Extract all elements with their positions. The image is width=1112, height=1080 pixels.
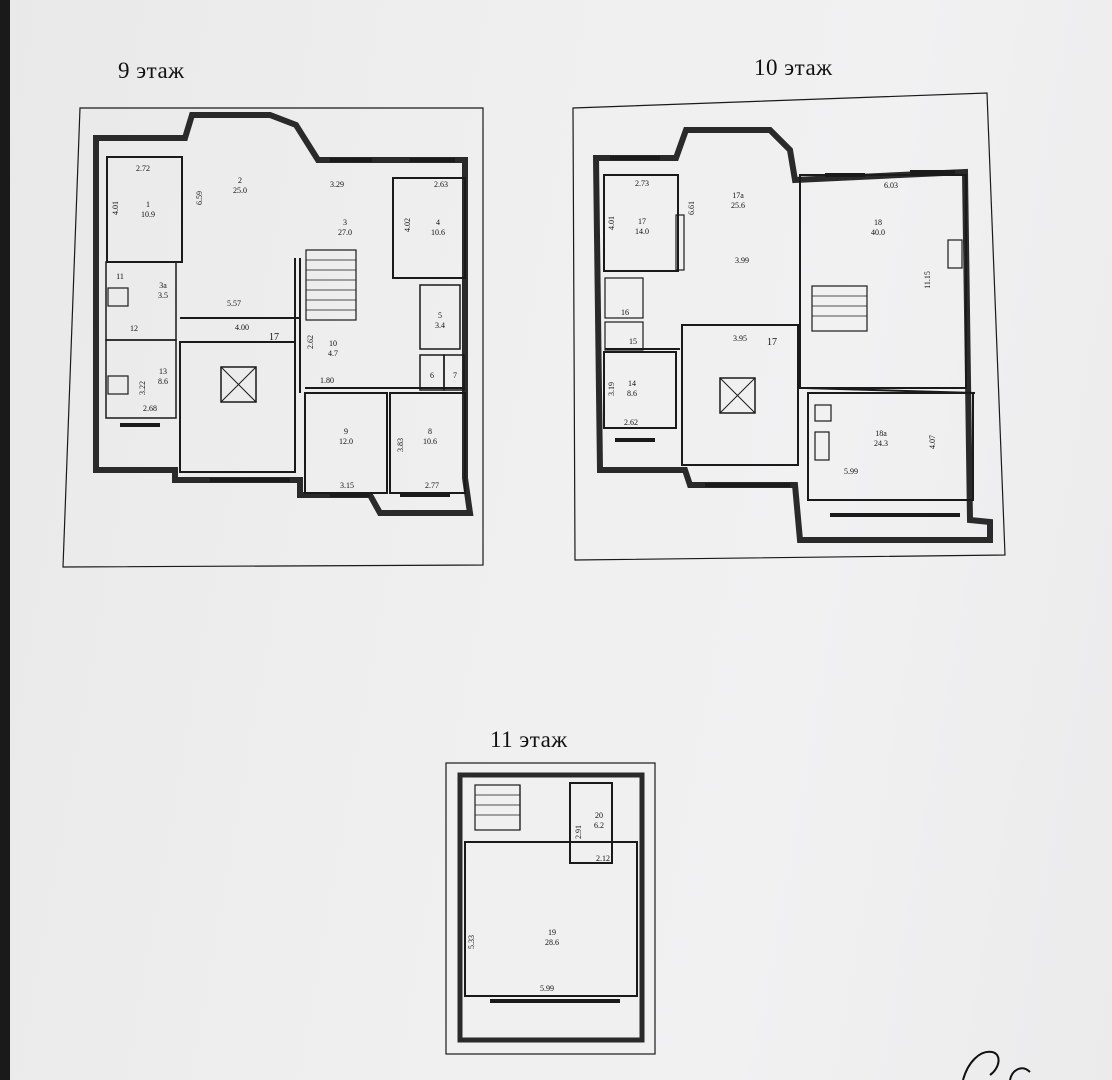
dim: 6.59 xyxy=(195,191,204,205)
room-number: 19 xyxy=(548,928,556,937)
room-number: 1 xyxy=(146,200,150,209)
dim: 3.99 xyxy=(735,256,749,265)
room-area: 8.6 xyxy=(158,377,168,386)
dim: 3.83 xyxy=(396,438,405,452)
dim: 4.02 xyxy=(403,218,412,232)
dim: 2.73 xyxy=(635,179,649,188)
dim: 5.99 xyxy=(844,467,858,476)
room-area: 25.6 xyxy=(731,201,745,210)
room-number: 8 xyxy=(428,427,432,436)
room-area: 12.0 xyxy=(339,437,353,446)
space-label: 12 xyxy=(130,324,138,333)
room-area: 3.4 xyxy=(435,321,445,330)
room-number: 4 xyxy=(436,218,440,227)
space-label: 17 xyxy=(269,332,279,343)
dim: 6.61 xyxy=(687,201,696,215)
dim: 3.19 xyxy=(607,382,616,396)
dim: 4.07 xyxy=(928,435,937,449)
room-area: 4.7 xyxy=(328,349,338,358)
room-number: 13 xyxy=(159,367,167,376)
dim: 2.77 xyxy=(425,481,439,490)
room-number: 14 xyxy=(628,379,636,388)
space-label: 6 xyxy=(430,371,434,380)
dim: 3.15 xyxy=(340,481,354,490)
room-number: 9 xyxy=(344,427,348,436)
dim: 4.01 xyxy=(607,216,616,230)
dim: 2.62 xyxy=(306,335,315,349)
dim: 3.29 xyxy=(330,180,344,189)
floor9-title: 9 этаж xyxy=(118,58,185,83)
room-number: 3 xyxy=(343,218,347,227)
floor10-text: 2.73 4.01 6.61 3.99 6.03 11.15 3.95 3.19… xyxy=(607,179,937,476)
dim: 2.63 xyxy=(434,180,448,189)
room-number: 17a xyxy=(732,191,744,200)
room-number: 10 xyxy=(329,339,337,348)
dim: 4.00 xyxy=(235,323,249,332)
floor10-plan xyxy=(572,92,1006,561)
dim: 5.57 xyxy=(227,299,241,308)
floor10-title: 10 этаж xyxy=(754,55,833,80)
floor11-plan xyxy=(445,762,656,1055)
dim: 2.68 xyxy=(143,404,157,413)
dim: 5.33 xyxy=(467,935,476,949)
room-area: 24.3 xyxy=(874,439,888,448)
space-label: 15 xyxy=(629,337,637,346)
room-area: 27.0 xyxy=(338,228,352,237)
dim: 6.03 xyxy=(884,181,898,190)
dim: 3.22 xyxy=(138,381,147,395)
floor9-text: 2.72 4.01 6.59 3.29 2.63 4.02 5.57 4.00 … xyxy=(111,164,457,490)
space-label: 11 xyxy=(116,272,124,281)
room-number: 2 xyxy=(238,176,242,185)
floor11-title: 11 этаж xyxy=(490,727,568,752)
floor11-text: 2.91 2.12 5.33 5.99 20 6.2 19 28.6 xyxy=(467,811,610,993)
room-number: 17 xyxy=(638,217,646,226)
dim: 5.99 xyxy=(540,984,554,993)
room-area: 10.6 xyxy=(431,228,445,237)
signature-mark xyxy=(962,1050,1031,1080)
floor9-plan xyxy=(62,107,484,568)
room-area: 3.5 xyxy=(158,291,168,300)
dim: 1.80 xyxy=(320,376,334,385)
room-area: 10.6 xyxy=(423,437,437,446)
dim: 11.15 xyxy=(923,271,932,289)
room-area: 10.9 xyxy=(141,210,155,219)
dim: 2.72 xyxy=(136,164,150,173)
room-area: 8.6 xyxy=(627,389,637,398)
room-area: 28.6 xyxy=(545,938,559,947)
space-label: 17 xyxy=(767,337,777,348)
dim: 4.01 xyxy=(111,201,120,215)
room-area: 25.0 xyxy=(233,186,247,195)
room-number: 18a xyxy=(875,429,887,438)
room-area: 14.0 xyxy=(635,227,649,236)
room-area: 40.0 xyxy=(871,228,885,237)
dim: 2.91 xyxy=(574,825,583,839)
space-label: 7 xyxy=(453,371,457,380)
room-number: 3a xyxy=(159,281,167,290)
room-area: 6.2 xyxy=(594,821,604,830)
room-number: 18 xyxy=(874,218,882,227)
dim: 2.62 xyxy=(624,418,638,427)
space-label: 16 xyxy=(621,308,629,317)
room-number: 20 xyxy=(595,811,603,820)
dim: 2.12 xyxy=(596,854,610,863)
dim: 3.95 xyxy=(733,334,747,343)
room-number: 5 xyxy=(438,311,442,320)
